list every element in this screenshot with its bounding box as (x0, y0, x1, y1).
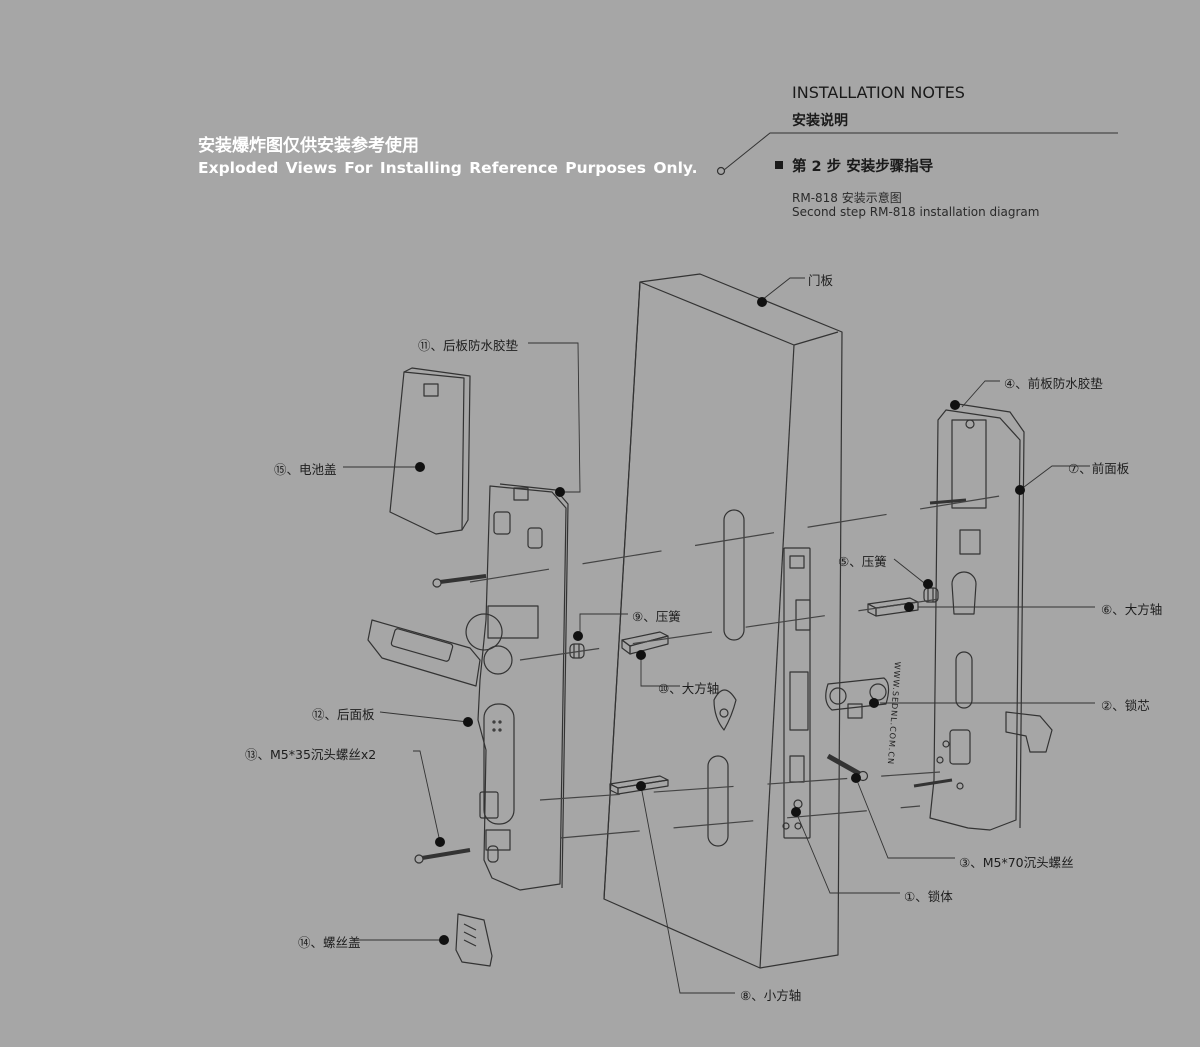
label-part-4: ④、前板防水胶垫 (1004, 376, 1103, 391)
notes-title-en: INSTALLATION NOTES (792, 83, 965, 102)
callout-dots (415, 297, 1025, 945)
notes-connector (716, 132, 1118, 176)
spindle-10 (621, 631, 669, 655)
label-part-2: ②、锁芯 (1101, 698, 1150, 713)
label-part-6: ⑥、大方轴 (1101, 602, 1163, 617)
rear-handle (367, 619, 481, 687)
label-part-15: ⑮、电池盖 (274, 462, 337, 477)
alignment-lines (469, 495, 1001, 839)
label-part-1: ①、锁体 (904, 889, 953, 904)
square-bullet-icon (775, 161, 783, 169)
step-label: 第 2 步 安装步骤指导 (792, 159, 934, 175)
label-part-12: ⑫、后面板 (312, 707, 375, 722)
screw-cover (455, 913, 493, 967)
front-panel (929, 403, 1053, 831)
label-part-11: ⑪、后板防水胶垫 (418, 338, 519, 353)
battery-cover (389, 367, 471, 535)
leader-lines (343, 277, 1095, 994)
door-panel (603, 273, 843, 969)
label-part-8: ⑧、小方轴 (740, 988, 802, 1003)
diagram-caption-en: Second step RM-818 installation diagram (792, 205, 1040, 219)
step-heading: 第 2 步 安装步骤指导 (775, 155, 933, 176)
notes-title-cn: 安装说明 (792, 113, 848, 129)
rear-panel (465, 483, 569, 891)
label-part-10: ⑩、大方轴 (658, 681, 720, 696)
label-part-3: ③、M5*70沉头螺丝 (959, 855, 1074, 870)
screw-m5-35-upper (432, 574, 487, 588)
page-title-cn: 安装爆炸图仅供安装参考使用 (198, 136, 419, 156)
page-title-en: Exploded Views For Installing Reference … (198, 159, 698, 177)
label-part-13: ⑬、M5*35沉头螺丝x2 (245, 747, 377, 762)
diagram-caption-cn: RM-818 安装示意图 (792, 191, 902, 205)
label-part-5: ⑤、压簧 (838, 554, 887, 569)
label-part-9: ⑨、压簧 (632, 609, 681, 624)
label-part-14: ⑭、螺丝盖 (298, 935, 361, 950)
label-door-panel: 门板 (808, 273, 834, 288)
label-part-7: ⑦、前面板 (1068, 461, 1130, 476)
screw-m5-35-lower (414, 848, 471, 864)
